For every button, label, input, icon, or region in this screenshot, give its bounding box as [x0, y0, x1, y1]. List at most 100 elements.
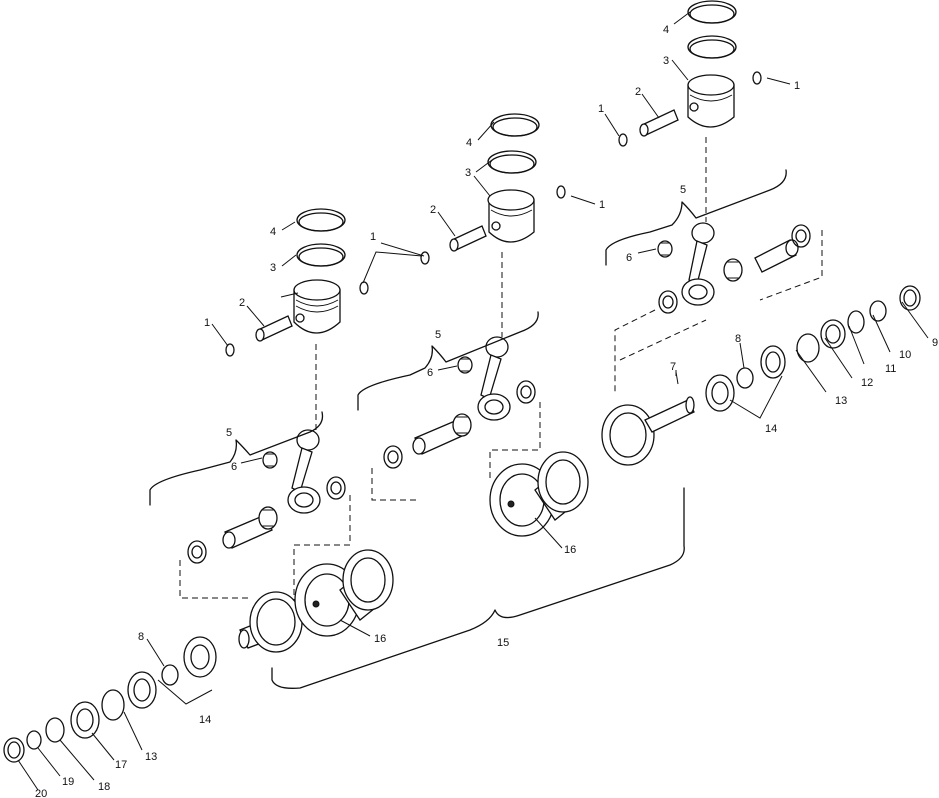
label-4: 4 — [270, 226, 276, 238]
bracket-14-left — [157, 679, 213, 705]
label-8: 8 — [735, 333, 741, 345]
label-9: 9 — [932, 337, 938, 349]
seal — [70, 701, 100, 739]
left-end-parts — [3, 636, 217, 763]
label-13: 13 — [145, 751, 157, 763]
seal — [820, 319, 846, 349]
bearing — [258, 506, 278, 530]
label-4: 4 — [663, 24, 669, 36]
connecting-rod — [681, 222, 715, 306]
bracket-rod-kit — [357, 311, 539, 411]
guide-line — [759, 230, 823, 301]
piston — [687, 74, 735, 128]
label-1: 1 — [794, 80, 800, 92]
piston-ring — [487, 150, 537, 174]
label-11: 11 — [885, 363, 896, 375]
thrust-washer — [326, 476, 346, 500]
label-16: 16 — [374, 633, 386, 645]
shim — [869, 300, 887, 322]
label-1: 1 — [370, 231, 376, 243]
label-20: 20 — [35, 788, 47, 798]
piston — [293, 279, 341, 334]
shim — [26, 730, 42, 750]
piston — [487, 189, 535, 243]
snap-ring — [101, 689, 125, 721]
circlip — [752, 71, 762, 85]
bracket-crankshaft-assembly — [271, 487, 685, 689]
piston-pin — [449, 225, 487, 252]
crank-pin — [754, 239, 799, 273]
label-10: 10 — [899, 349, 911, 361]
piston-ring — [490, 113, 540, 137]
guide-line — [489, 402, 541, 480]
piston-ring — [687, 0, 737, 24]
crank-wheel — [489, 451, 589, 537]
label-1: 1 — [598, 103, 604, 115]
leader-line — [362, 251, 423, 284]
label-17: 17 — [115, 759, 127, 771]
piston-assembly-left — [149, 208, 369, 600]
guide-line — [371, 468, 420, 501]
label-6: 6 — [626, 252, 632, 264]
bracket-14-right — [729, 375, 783, 419]
part-labels: 4 3 2 1 1 5 6 4 3 2 1 5 6 4 3 2 1 1 5 6 … — [35, 24, 938, 798]
label-4: 4 — [466, 137, 472, 149]
thrust-washer — [516, 380, 536, 404]
ring — [161, 664, 179, 686]
leader-lines — [17, 11, 929, 791]
piston-pin — [639, 109, 679, 137]
piston-assembly-right — [605, 0, 823, 395]
crank-wheel — [294, 549, 394, 637]
label-1: 1 — [204, 317, 210, 329]
label-6: 6 — [427, 367, 433, 379]
washer — [847, 310, 865, 334]
circlip — [420, 251, 430, 265]
thrust-washer — [187, 540, 207, 564]
bearing — [452, 413, 472, 437]
label-6: 6 — [231, 461, 237, 473]
right-end-parts — [705, 285, 921, 412]
main-bearing — [127, 671, 157, 709]
circlip — [556, 185, 566, 199]
main-bearing — [760, 345, 786, 379]
label-5: 5 — [226, 427, 232, 439]
label-2: 2 — [635, 86, 641, 98]
ring — [736, 367, 754, 389]
guide-line — [614, 309, 656, 395]
connecting-rod — [287, 429, 321, 514]
end-seal — [899, 285, 921, 311]
main-bearing — [705, 374, 735, 412]
thrust-washer — [383, 445, 403, 469]
thrust-washer — [791, 224, 811, 248]
guide-line — [619, 319, 707, 361]
piston-ring — [296, 208, 346, 232]
label-3: 3 — [465, 167, 471, 179]
label-15: 15 — [497, 637, 509, 649]
needle-bearing — [457, 356, 473, 374]
label-3: 3 — [663, 55, 669, 67]
circlip — [359, 281, 369, 295]
circlip — [618, 133, 628, 147]
label-14: 14 — [765, 423, 777, 435]
bearing — [723, 258, 743, 282]
bracket-rod-kit — [605, 169, 787, 266]
label-13: 13 — [835, 395, 847, 407]
guide-line — [293, 495, 351, 600]
piston-ring — [296, 243, 346, 267]
crank-pin — [412, 420, 463, 455]
label-2: 2 — [239, 297, 245, 309]
needle-bearing — [262, 451, 278, 469]
label-2: 2 — [430, 204, 436, 216]
piston-pin — [255, 315, 293, 342]
label-3: 3 — [270, 262, 276, 274]
label-5: 5 — [680, 184, 686, 196]
needle-bearing — [657, 240, 673, 258]
label-7: 7 — [670, 361, 676, 373]
label-18: 18 — [98, 781, 110, 793]
piston-assembly-center — [357, 113, 566, 501]
label-8: 8 — [138, 631, 144, 643]
crank-web-right — [601, 396, 695, 466]
label-19: 19 — [62, 776, 74, 788]
label-12: 12 — [861, 377, 873, 389]
